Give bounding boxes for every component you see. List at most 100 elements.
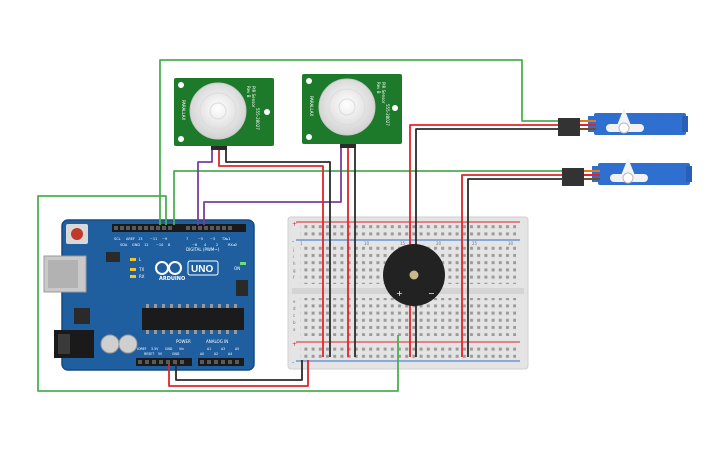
- buzzer-plus-label: +: [396, 289, 403, 298]
- icsp-header: [236, 280, 248, 296]
- servo-horn[interactable]: [616, 108, 632, 128]
- pin-label: GND: [132, 243, 140, 247]
- mount-hole: [306, 78, 312, 84]
- mount-hole: [392, 105, 398, 111]
- digital-label: DIGITAL (PWM~): [186, 247, 220, 252]
- servo-connector[interactable]: [558, 118, 580, 136]
- wire-green-servo2[interactable]: [173, 170, 562, 225]
- pir-pins[interactable]: [340, 144, 356, 148]
- servo-connector[interactable]: [562, 168, 584, 186]
- pin-label: A2: [214, 352, 218, 356]
- servo-horn[interactable]: [620, 158, 636, 178]
- pin-label: 8: [168, 243, 170, 247]
- l-led: [130, 258, 136, 261]
- row-letter: i: [293, 254, 294, 259]
- uno-model-text: UNO: [191, 264, 213, 275]
- wire-purple-pir1[interactable]: [197, 150, 213, 225]
- column-number: 1: [300, 241, 303, 246]
- row-letter: h: [293, 261, 296, 266]
- pin-label: ~5: [198, 237, 203, 241]
- pin-label: A1: [207, 347, 211, 351]
- pin-label: AREF: [126, 237, 135, 241]
- pin-label: ~9: [162, 237, 167, 241]
- mount-hole: [306, 134, 312, 140]
- reset-button[interactable]: [71, 228, 83, 240]
- column-number: 20: [436, 241, 442, 246]
- pir-brand: PARALLAX: [309, 96, 314, 117]
- power-label: POWER: [176, 339, 191, 344]
- pin-label: 12: [144, 243, 148, 247]
- capacitor: [100, 334, 120, 354]
- pir-name: PIR Sensor: [251, 86, 256, 108]
- icsp-header: [106, 252, 120, 262]
- piezo-buzzer[interactable]: + −: [383, 244, 445, 306]
- pin-label: 2: [216, 243, 218, 247]
- pir-sensor-2[interactable]: PIR Sensor Rev B 555-28027 PARALLAX: [302, 74, 402, 148]
- pin-label: TX▸1: [221, 237, 231, 241]
- pin-label: ~10: [156, 243, 163, 247]
- pin-label: 3.3V: [151, 347, 159, 351]
- column-number: 15: [400, 241, 406, 246]
- row-letter: j: [292, 247, 294, 252]
- wire-black-servo2[interactable]: [467, 178, 562, 357]
- servo-1[interactable]: [558, 108, 688, 136]
- tx-led: [130, 268, 136, 271]
- capacitor: [118, 334, 138, 354]
- column-number: 30: [508, 241, 514, 246]
- pin-label: RX◂0: [228, 243, 237, 247]
- on-label: ON: [234, 266, 240, 271]
- pin-label: Vin: [179, 347, 184, 351]
- pir-code: 555-28027: [255, 108, 260, 130]
- pin-label: A3: [221, 347, 225, 351]
- l-label: L: [139, 257, 142, 262]
- pin-label: 7: [186, 237, 188, 241]
- digital-header[interactable]: [112, 224, 246, 232]
- rx-led: [130, 275, 136, 278]
- rail-plus-label: +: [292, 341, 297, 348]
- rail-plus-label: +: [292, 221, 297, 228]
- pin-label: 5V: [158, 352, 163, 356]
- tx-label: TX: [138, 267, 144, 272]
- pir-sensor-1[interactable]: PIR Sensor Rev B 555-28027 PARALLAX: [174, 78, 274, 150]
- wire-red-5v[interactable]: [168, 360, 309, 387]
- rail-minus-label: -: [292, 238, 294, 245]
- voltage-regulator: [74, 308, 90, 324]
- pin-label: A4: [228, 352, 232, 356]
- power-header[interactable]: [136, 358, 192, 366]
- pin-label: A0: [200, 352, 204, 356]
- pin-label: 13: [138, 237, 142, 241]
- wire-black-pir1[interactable]: [225, 150, 331, 357]
- wire-red-pir1[interactable]: [218, 150, 324, 357]
- pin-label: SCL: [114, 237, 121, 241]
- arduino-logo-text: ARDUINO: [159, 276, 185, 282]
- bottom-power-rail[interactable]: [300, 344, 516, 358]
- buzzer-minus-label: −: [428, 289, 435, 298]
- pir-brand: PARALLAX: [181, 100, 186, 121]
- wire-green-servo1[interactable]: [159, 59, 558, 225]
- pir-code: 555-28027: [385, 104, 390, 126]
- wire-black-gnd[interactable]: [175, 360, 303, 381]
- row-letter: f: [293, 275, 295, 280]
- mount-hole: [178, 136, 184, 142]
- wire-red-servo2[interactable]: [461, 174, 562, 357]
- servo-2[interactable]: [562, 158, 692, 186]
- row-letter: c: [293, 313, 295, 318]
- pir-rev: Rev B: [376, 82, 381, 94]
- buzzer-hole: [409, 270, 419, 280]
- pin-label: RESET: [144, 352, 154, 356]
- arduino-logo: ARDUINO UNO: [155, 260, 219, 282]
- mount-hole: [264, 109, 270, 115]
- pin-label: SDA: [120, 243, 128, 247]
- chip-pins: [146, 304, 237, 334]
- pin-label: 4: [204, 243, 207, 247]
- wire-green-buzzer[interactable]: [37, 195, 399, 392]
- pin-label: A5: [235, 347, 239, 351]
- column-number: 10: [364, 241, 370, 246]
- top-power-rail[interactable]: [300, 224, 516, 238]
- row-letter: g: [293, 268, 296, 273]
- pin-label: ~3: [210, 237, 215, 241]
- wire-purple-pir2[interactable]: [203, 148, 342, 225]
- arduino-uno-board[interactable]: L TX RX ON ARDUINO UNO DIGITAL (PWM~) SC…: [43, 219, 255, 371]
- pir-pins[interactable]: [211, 146, 227, 150]
